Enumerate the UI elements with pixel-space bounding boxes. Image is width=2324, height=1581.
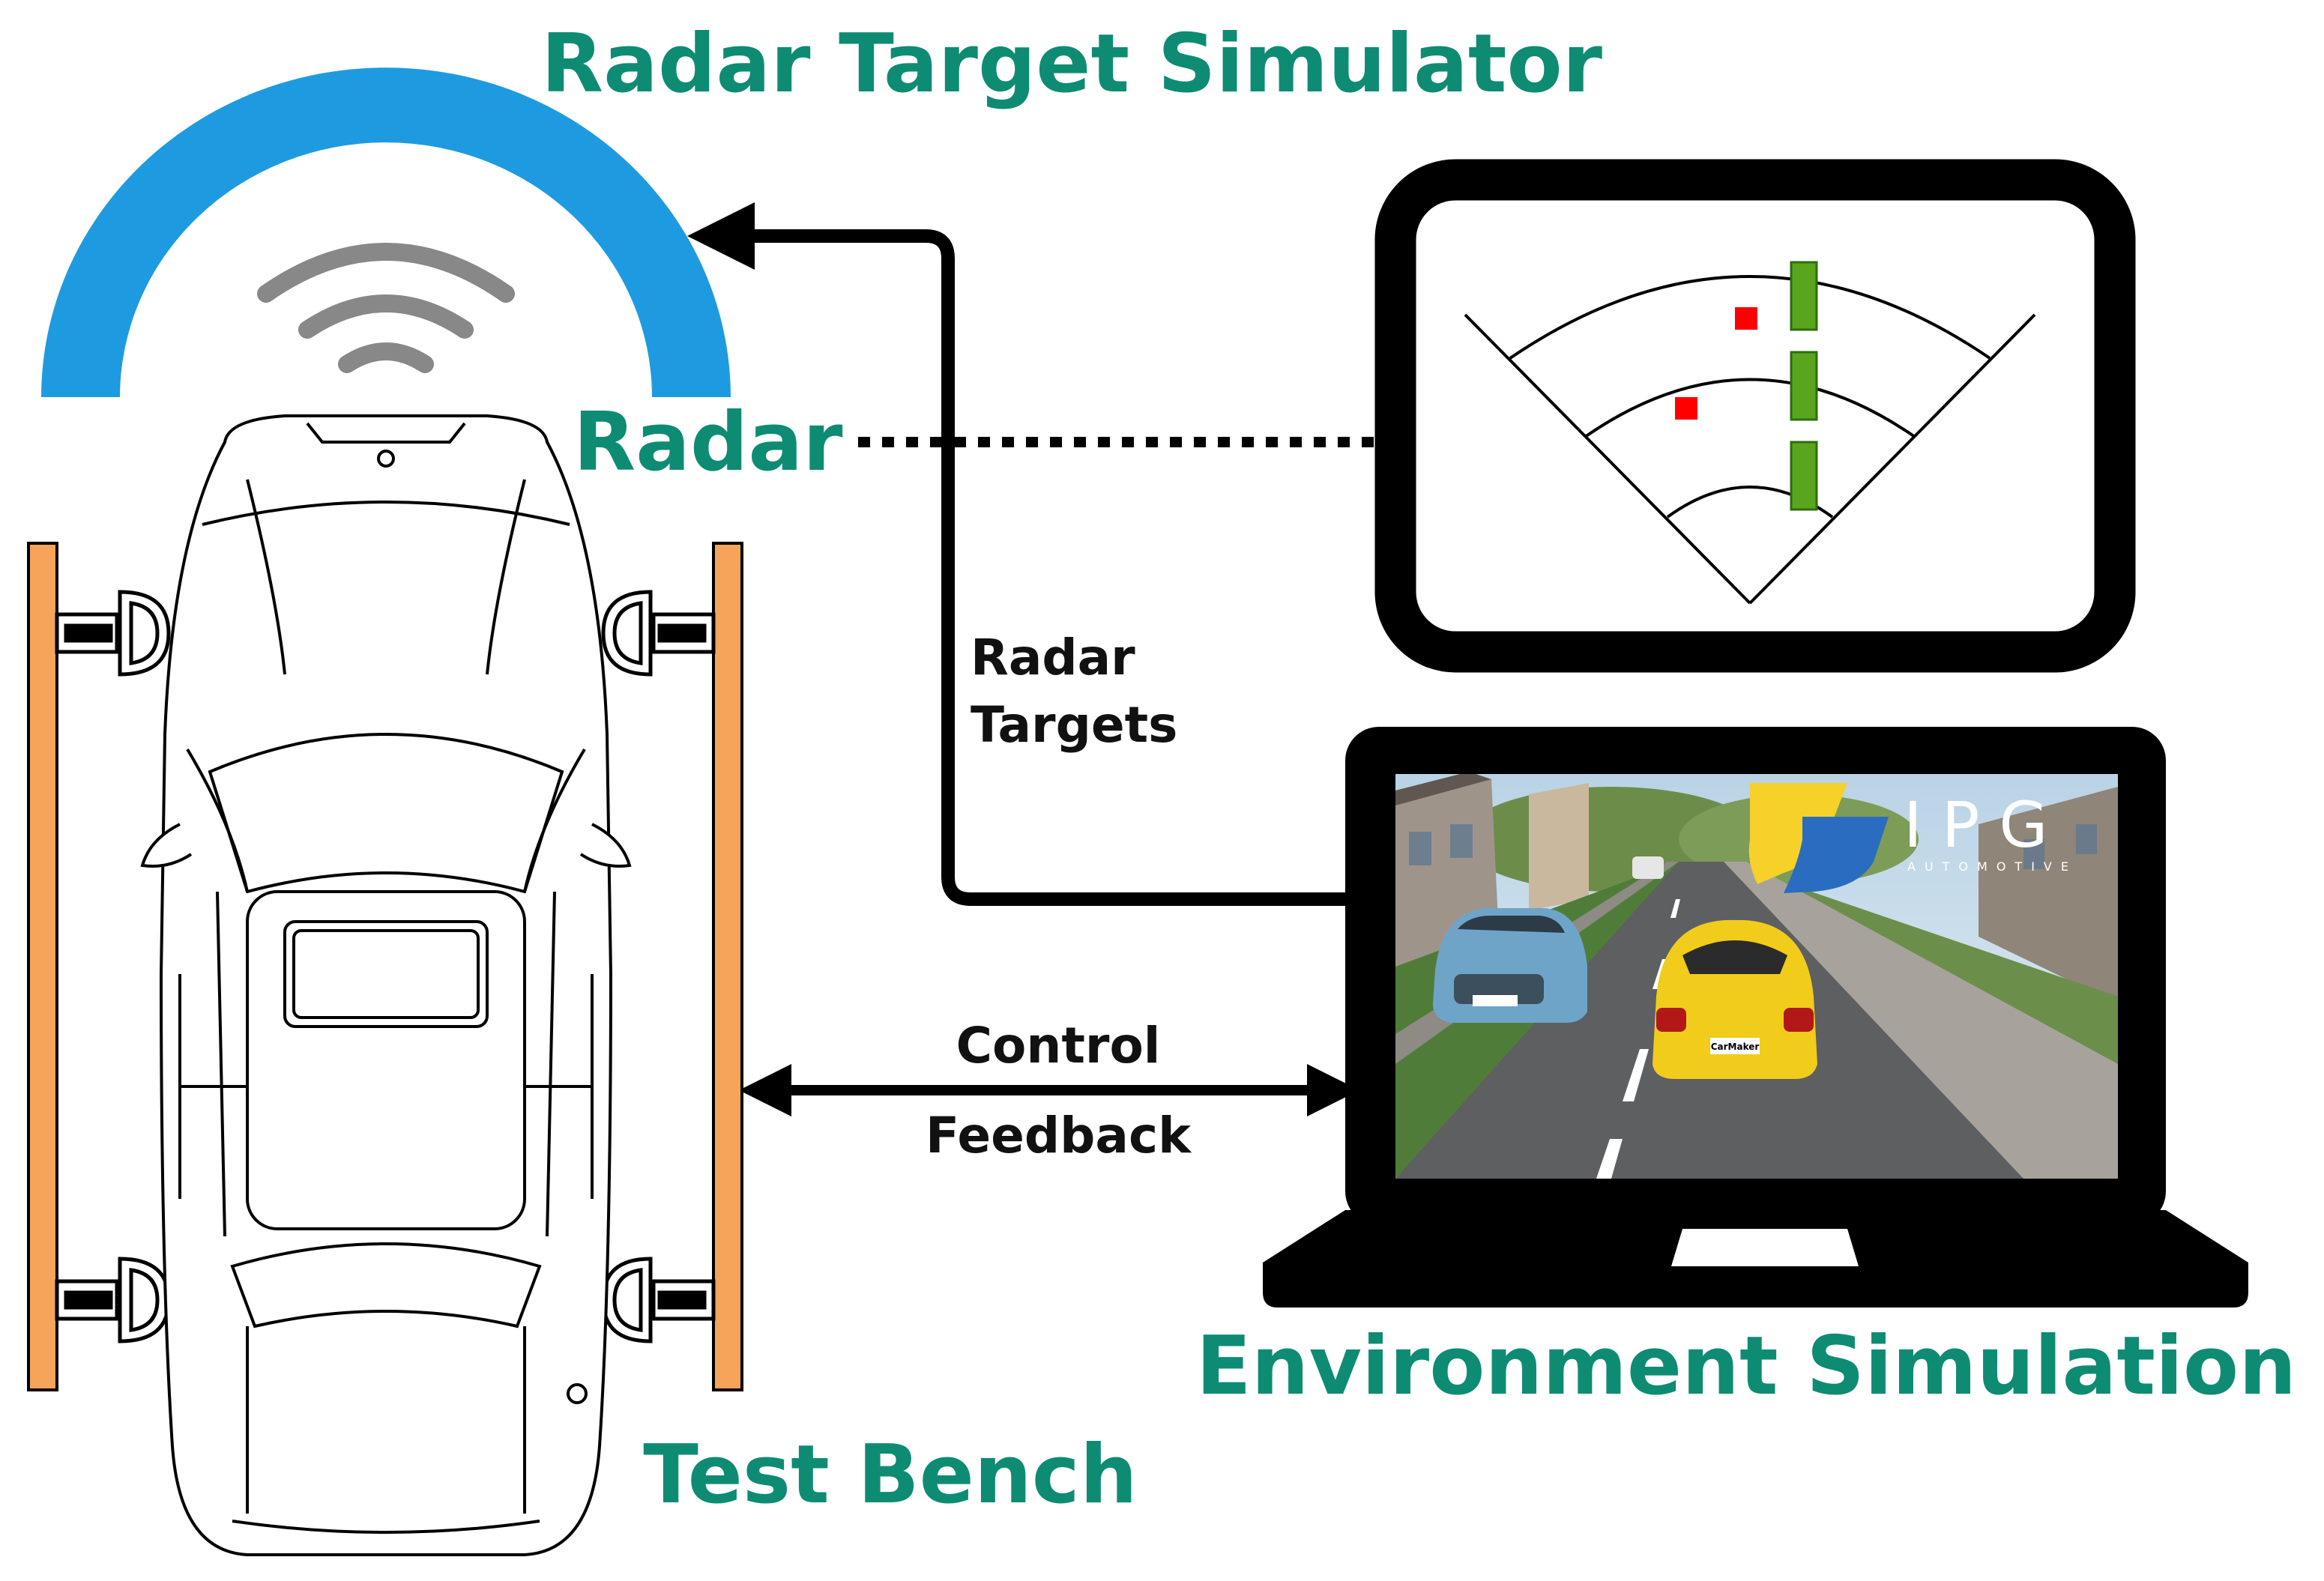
lane-marker (1790, 441, 1818, 511)
logo-sub-text: AUTOMOTIVE (1907, 859, 2077, 874)
blue-car (1433, 908, 1587, 1023)
wheel-hub (601, 1257, 716, 1343)
radar-target-simulator-arc (41, 67, 731, 397)
radar-field-of-view (1464, 275, 2036, 605)
laptop: CarMaker IPG AUTOMOTIVE (1263, 727, 2248, 1308)
control-label: Control (956, 1017, 1161, 1074)
wheel-hub (55, 590, 171, 677)
radar-targets-label-line1: Radar (971, 629, 1135, 686)
trackpad (1671, 1229, 1859, 1266)
lane-marker (1790, 261, 1818, 331)
license-plate: CarMaker (1711, 1042, 1760, 1052)
radar-target-simulator-title: Radar Target Simulator (541, 17, 1602, 111)
test-bench-title: Test Bench (643, 1428, 1137, 1522)
radar-title: Radar (573, 396, 843, 489)
wheel-hub (601, 590, 716, 677)
lane-marker (1790, 351, 1818, 421)
radar-target-marker (1735, 307, 1757, 330)
right-wheel-pad (712, 542, 743, 1391)
yellow-car: CarMaker (1653, 919, 1817, 1079)
wheel-hub (55, 1257, 171, 1343)
feedback-label: Feedback (926, 1107, 1192, 1164)
driving-simulation-screen: CarMaker IPG AUTOMOTIVE (1395, 774, 2118, 1179)
left-wheel-pad (27, 542, 58, 1391)
vehicle-under-test (140, 414, 632, 1556)
radar-display-monitor (1374, 159, 2136, 673)
radar-target-marker (1675, 397, 1697, 420)
radar-targets-arrow (687, 202, 1353, 906)
ipg-automotive-logo: IPG AUTOMOTIVE (1748, 783, 2077, 893)
logo-brand-text: IPG (1904, 788, 2068, 862)
radar-wave-icon (257, 243, 515, 373)
environment-simulation-title: Environment Simulation (1196, 1319, 2296, 1413)
radar-targets-label-line2: Targets (971, 696, 1177, 754)
